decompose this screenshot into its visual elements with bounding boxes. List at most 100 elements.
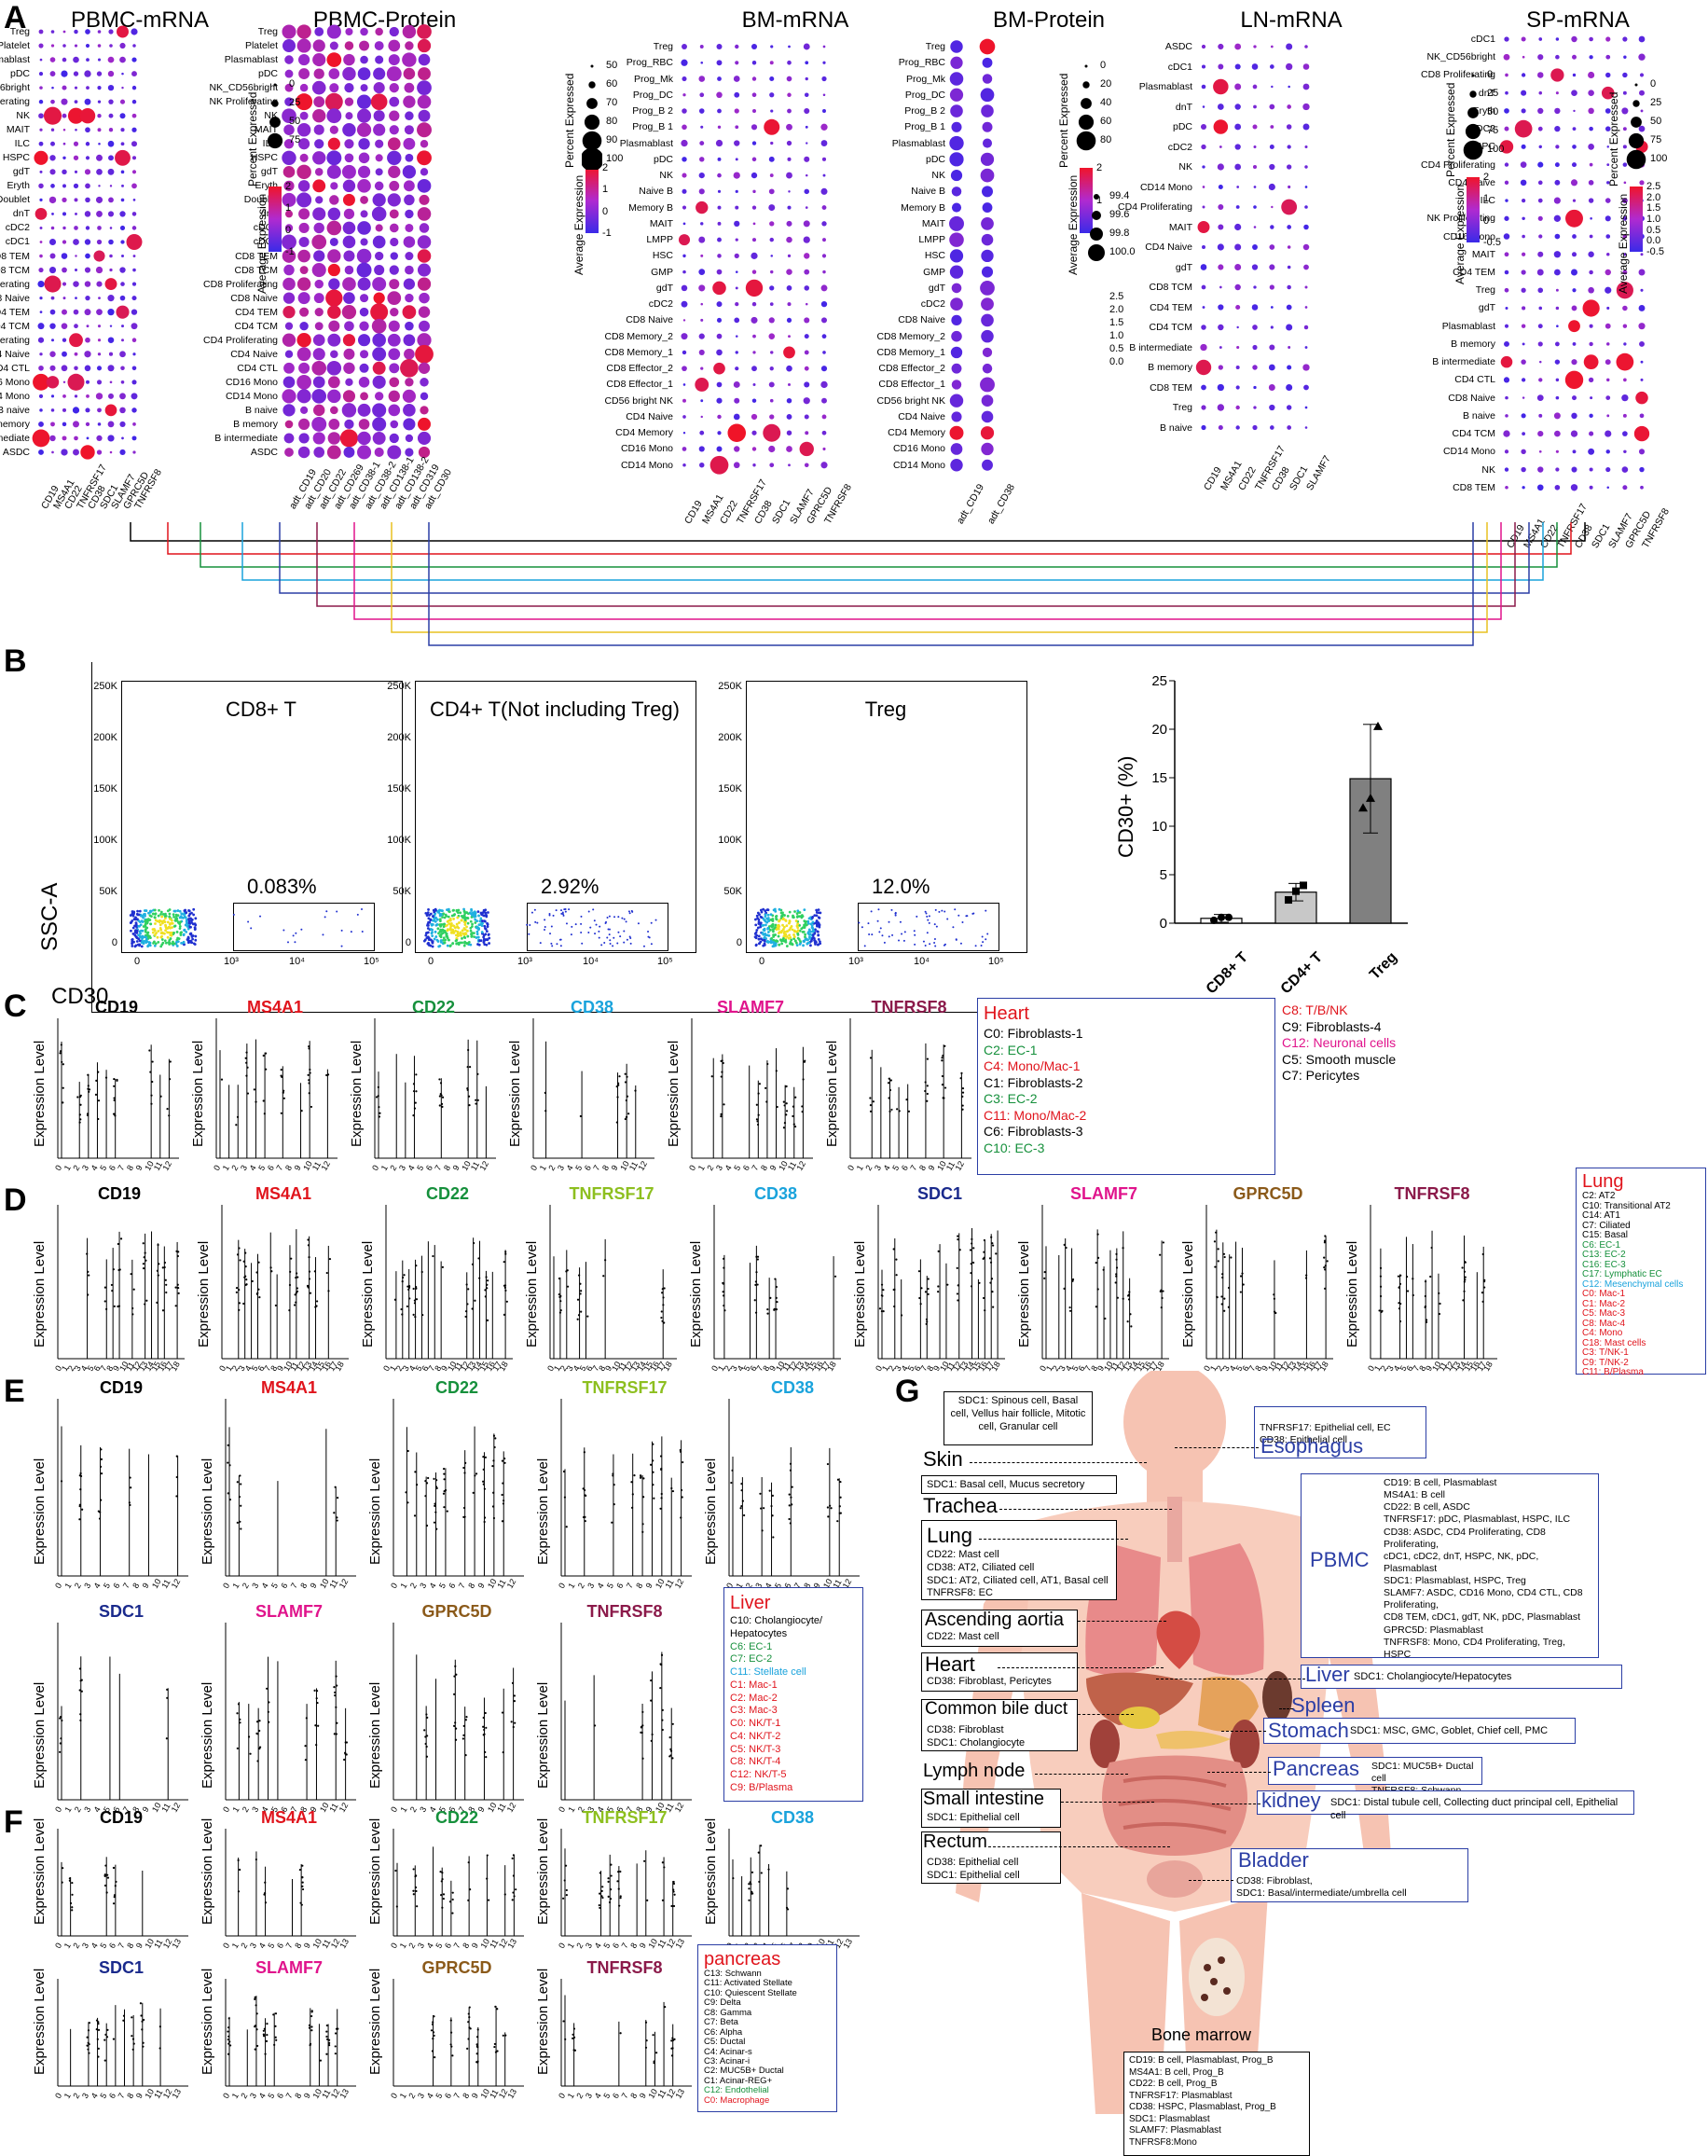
dotplot-dot (300, 112, 309, 120)
dotplot-dot (345, 97, 353, 105)
dotplot-row-label: Naive B (830, 186, 945, 197)
dotplot-dot (981, 330, 994, 343)
dotplot-dot (821, 301, 827, 307)
dotplot-dot (86, 422, 90, 426)
dotplot-dot (110, 227, 113, 229)
dotplot-dot (62, 44, 66, 48)
dotplot-dot (85, 267, 90, 272)
dotplot-dot (1605, 270, 1611, 275)
organ-ascending-aorta: Ascending aortia (925, 1610, 1064, 1631)
dotplot-row-label: dnT (0, 208, 30, 219)
dotplot-dot (1572, 55, 1577, 60)
dotplot-dot (327, 24, 341, 38)
pct-legend-label: 25 (1650, 97, 1661, 108)
dotplot-dot (700, 62, 703, 64)
dotplot-dot (1589, 55, 1592, 59)
dotplot-dot (735, 108, 739, 113)
violin-y-label: Expression Level (32, 1682, 48, 1789)
bmp-colorbar-tick: 1.0 (1109, 330, 1123, 341)
dotplot-dot (404, 236, 416, 248)
dotplot-dot (313, 348, 325, 360)
dotplot-dot (718, 190, 721, 193)
dotplot-dot (119, 113, 125, 118)
dotplot-dot (786, 446, 792, 452)
dotplot-dot (1522, 145, 1526, 149)
colorbar-tick: 0.0 (1646, 235, 1660, 246)
dotplot-dot (404, 195, 414, 205)
pct-legend-dot (1076, 93, 1096, 114)
dotplot-dot (949, 152, 963, 166)
dotplot-dot (298, 68, 310, 79)
dotplot-dot (108, 422, 115, 428)
pct-legend-label: 0 (1100, 60, 1106, 71)
dotplot-dot (121, 73, 124, 76)
dotplot-dot (951, 331, 962, 342)
dotplot-dot (1304, 145, 1307, 148)
violin-y-label: Expression Level (824, 1041, 840, 1147)
dotplot-dot (821, 398, 827, 404)
dotplot-dot (1305, 407, 1308, 409)
dotplot-dot (701, 416, 703, 418)
dotplot-dot (1505, 486, 1508, 490)
dotplot-dot (96, 309, 103, 315)
dotplot-dot (119, 211, 125, 216)
dotplot-dot (1606, 342, 1610, 346)
dotplot-dot (418, 207, 432, 221)
organ-heart: Heart (925, 1652, 975, 1677)
dotplot-dot (358, 278, 371, 291)
dotplot-dot (1537, 484, 1544, 491)
dotplot-dot (752, 335, 756, 339)
dotplot-dot (983, 122, 993, 132)
dotplot-dot (1522, 396, 1524, 398)
dotplot-dot (284, 55, 294, 64)
dotplot-dot (735, 125, 738, 129)
dotplot-row-label: NK_CD56bright (0, 82, 30, 93)
legend-item: C1: Fibroblasts-2 (984, 1075, 1269, 1092)
dotplot-dot (39, 255, 43, 258)
dotplot-dot (343, 250, 354, 261)
violin-y-label: Expression Level (190, 1041, 206, 1147)
dotplot-dot (1622, 466, 1629, 473)
bmp-pct-legend-label: 100.0 (1109, 246, 1136, 257)
dotplot-dot (344, 420, 353, 429)
pct-legend-label: 100 (1487, 144, 1504, 155)
dotplot-dot (983, 74, 993, 84)
dotplot-dot (822, 238, 826, 242)
dotplot-dot (1505, 127, 1509, 131)
dotplot-dot (312, 151, 325, 164)
dotplot-row-label: CD16 Mono (830, 443, 945, 454)
dotplot-dot (296, 333, 310, 347)
dotplot-dot (39, 352, 42, 355)
dotplot-dot (62, 283, 66, 286)
dotplot-dot (735, 302, 738, 306)
dotplot-dot (735, 45, 738, 48)
violin-y-label: Expression Level (535, 1969, 551, 2075)
dotplot-dot (40, 227, 43, 229)
dotplot-dot (787, 93, 791, 97)
dotplot-dot (328, 432, 340, 444)
dotplot-dot (62, 339, 66, 342)
dotplot-row-label: NK_CD56bright (162, 82, 278, 93)
dotplot-dot (97, 449, 102, 454)
dotplot-dot (297, 389, 311, 403)
dotplot-dot (699, 334, 705, 339)
dotplot-dot (328, 376, 340, 388)
dotplot-dot (1201, 145, 1205, 149)
dotplot-dot (38, 449, 44, 455)
dotplot-dot (405, 378, 413, 386)
legend-item: C12: NK/T-5 (730, 1769, 857, 1782)
dotplot-dot (682, 463, 686, 467)
dotplot-dot (699, 431, 704, 435)
dotplot-dot (1621, 394, 1628, 401)
dotplot-dot (391, 252, 398, 259)
dotplot-dot (1271, 86, 1273, 88)
dotplot-dot (359, 152, 370, 163)
dotplot-dot (282, 334, 296, 347)
dotplot-dot (1270, 425, 1274, 430)
dotplot-dot (406, 435, 413, 442)
dotplot-dot (735, 61, 738, 64)
dotplot-dot (403, 165, 416, 178)
dotplot-dot (390, 265, 399, 274)
